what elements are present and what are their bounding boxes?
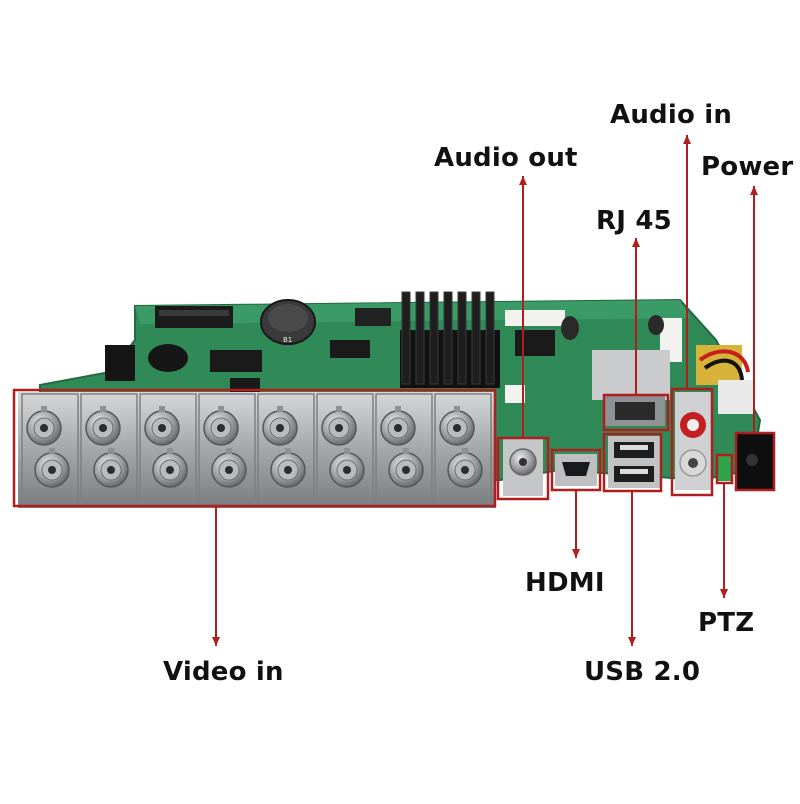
bnc-connector [388, 448, 424, 488]
chip [230, 378, 260, 392]
bnc-connector [447, 448, 483, 488]
bnc-connector [203, 406, 239, 446]
bnc-connector [321, 406, 357, 446]
audio-in-jacks [675, 392, 711, 490]
chip-label: B1 [283, 336, 292, 344]
bnc-connector [93, 448, 129, 488]
hdmi-port [555, 454, 597, 486]
capacitor [648, 315, 664, 335]
leader-lines [212, 135, 758, 646]
heatsink-fin [429, 291, 439, 385]
bnc-connector [144, 406, 180, 446]
power-leader-arrowhead [750, 186, 758, 195]
bnc-connectors [21, 393, 492, 507]
bnc-connector [152, 448, 188, 488]
usb-label: USB 2.0 [584, 657, 701, 687]
audio-out-jack [503, 438, 543, 496]
ptz-terminal [716, 455, 732, 481]
power-wires [696, 345, 754, 414]
heatsink-fin [443, 291, 453, 385]
video-in-callout-box [12, 388, 497, 508]
video-in-leader-arrowhead [212, 637, 220, 646]
bnc-connector [34, 448, 70, 488]
hdmi-leader-arrowhead [572, 549, 580, 558]
hdmi-label: HDMI [525, 568, 605, 598]
ptz-label: PTZ [698, 608, 755, 638]
callouts [12, 387, 776, 508]
audio-out-leader-arrowhead [519, 176, 527, 185]
chip [330, 340, 370, 358]
heatsink [400, 291, 500, 388]
ptz-leader-arrowhead [720, 589, 728, 598]
rj45-label: RJ 45 [596, 206, 672, 236]
heatsink-fin [485, 291, 495, 385]
pin-header [155, 306, 233, 328]
white-connector [505, 310, 565, 326]
chip [355, 308, 391, 326]
power-label: Power [701, 152, 794, 182]
white-connector [505, 385, 525, 403]
usb-leader-arrowhead [628, 637, 636, 646]
bnc-connector [439, 406, 475, 446]
bnc-panel [18, 392, 496, 508]
side-header [105, 345, 135, 381]
power-jack [737, 432, 775, 490]
bnc-connector [211, 448, 247, 488]
audio-out-label: Audio out [434, 143, 578, 173]
usb-ports [608, 436, 660, 488]
chip [210, 350, 262, 372]
video-in-label: Video in [163, 657, 284, 687]
chip [515, 330, 555, 356]
buzzer [148, 344, 188, 372]
bnc-connector [262, 406, 298, 446]
rj45-leader-arrowhead [632, 238, 640, 247]
capacitor [561, 316, 579, 340]
bnc-connector [380, 406, 416, 446]
heatsink-fin [401, 291, 411, 385]
audio-in-label: Audio in [610, 100, 733, 130]
bnc-connector [85, 406, 121, 446]
bnc-connector [26, 406, 62, 446]
heatsink-fin [457, 291, 467, 385]
rj45-port [592, 350, 670, 426]
audio-in-callout-box [670, 387, 714, 497]
heatsink-fin [415, 291, 425, 385]
bnc-connector [270, 448, 306, 488]
battery: B1 [260, 299, 316, 345]
heatsink-fin [471, 291, 481, 385]
audio-in-leader-arrowhead [683, 135, 691, 144]
bnc-connector [329, 448, 365, 488]
